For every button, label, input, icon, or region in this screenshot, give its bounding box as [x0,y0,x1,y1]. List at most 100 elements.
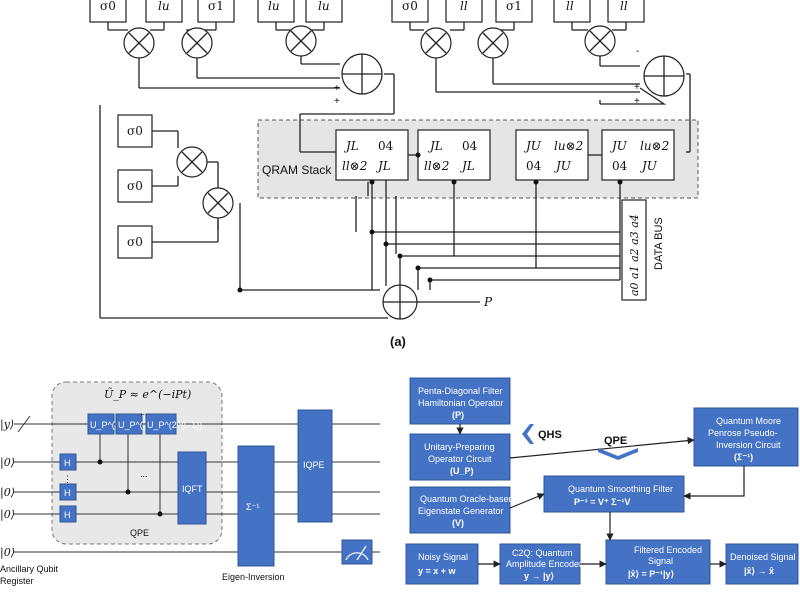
qram-cell: JU lu⊗2 04 JU [515,129,589,181]
qhs-label: QHS [538,429,562,441]
svg-text:IQPE: IQPE [303,460,325,470]
multiplier-nodes-left: - + + [123,25,383,107]
svg-text:ll⊗2: ll⊗2 [424,159,449,173]
ellipsis: ... [140,469,148,479]
svg-text:Noisy Signal: Noisy Signal [418,552,468,562]
svg-text:04: 04 [526,159,542,173]
svg-text:Quantum Oracle-based: Quantum Oracle-based [420,494,514,504]
hadamard-gate: H [59,483,77,501]
box-lu-c: lu [318,0,330,13]
panel-a: QRAM Stack σ0 lu σ1 lu lu σ0 ll σ1 ll ll [89,0,699,349]
svg-text:C2Q: Quantum: C2Q: Quantum [512,548,573,558]
svg-text:(Σ⁻¹): (Σ⁻¹) [734,452,753,462]
register-0-label: |0⟩ [0,486,15,500]
svg-text:JL: JL [459,159,475,173]
box-moore-penrose: Quantum Moore Penrose Pseudo- Inversion … [693,407,799,467]
control-lines [99,432,161,514]
sign-plus-left-2: + [334,96,340,107]
svg-text:|x̂⟩ → x̂: |x̂⟩ → x̂ [744,566,774,576]
data-bus-dots [237,152,623,293]
svg-text:H: H [64,458,71,468]
hadamard-gate: H [59,505,77,523]
svg-text:IQFT: IQFT [182,484,203,494]
box-sigma0-c: σ0 [127,124,143,138]
svg-text:U_P^(2^(l−1)): U_P^(2^(l−1)) [147,420,202,430]
register-0-label: |0⟩ [0,456,15,470]
box-penta-diagonal: Penta-Diagonal Filter Hamiltonian Operat… [409,377,511,425]
svg-text:Eigenstate Generator: Eigenstate Generator [418,506,504,516]
svg-text:JU: JU [639,159,658,173]
svg-text:JL: JL [343,139,359,153]
flow-arrows [456,424,745,568]
svg-text:Σ⁻¹: Σ⁻¹ [246,502,259,512]
svg-text:JU: JU [523,139,542,153]
data-bus-label: DATA BUS [653,217,665,270]
svg-text:Quantum Moore: Quantum Moore [716,416,781,426]
box-smoothing-filter: Quantum Smoothing Filter P⁻¹ = V⁺ Σ⁻¹V [543,475,685,513]
box-ll-c: ll [620,0,628,13]
multiplier-icon [181,27,213,59]
multiplier-icon [123,27,155,59]
multiplier-nodes-right: - + + [420,25,685,107]
svg-text:JL: JL [375,159,391,173]
svg-text:lu⊗2: lu⊗2 [640,139,669,153]
eigen-inversion-label: Eigen-Inversion [222,572,285,582]
box-c2q-encoder: C2Q: Quantum Amplitude Encoder y → |y⟩ [499,543,582,585]
svg-text:lu⊗2: lu⊗2 [554,139,583,153]
svg-text:Operator Circuit: Operator Circuit [428,454,492,464]
svg-text:U_P^(2^0): U_P^(2^0) [90,420,132,430]
box-sigma1-a: σ1 [208,0,224,13]
adder-icon [643,55,685,97]
qpe-chevron-icon [598,448,638,460]
panel-c: Penta-Diagonal Filter Hamiltonian Operat… [405,377,799,585]
ancillary-label-2: Register [0,576,34,586]
top-right-register-boxes: σ0 ll σ1 ll ll [391,0,645,23]
adder-icon [341,53,383,95]
box-noisy-signal: Noisy Signal y = x + w [405,543,479,585]
box-lu-a: lu [158,0,170,13]
unitary-label: Ũ_P ≈ e^(−iPt) [104,387,191,401]
controlled-unitary-gate: U_P^(2^0) [87,413,132,435]
multiplier-icon [176,146,208,178]
multiplier-icon [420,27,452,59]
svg-text:(U_P): (U_P) [450,466,474,476]
svg-text:Quantum Smoothing Filter: Quantum Smoothing Filter [568,484,673,494]
ancillary-label: Ancillary Qubit [0,564,59,574]
box-ll-a: ll [460,0,468,13]
multiplier-icon [584,25,616,57]
svg-text:Signal: Signal [648,556,673,566]
box-sigma1-b: σ1 [506,0,522,13]
ellipsis: ... [140,407,148,417]
register-0-label: |0⟩ [0,508,15,522]
qram-cell: JL 04 ll⊗2 JL [335,129,409,181]
box-sigma0-d: σ0 [127,179,143,193]
box-unitary-preparing: Unitary-Preparing Operator Circuit (U_P) [409,433,511,481]
register-0-label: |0⟩ [0,546,15,560]
box-sigma0-b: σ0 [402,0,418,13]
svg-text:Unitary-Preparing: Unitary-Preparing [424,442,495,452]
qram-cell: JU lu⊗2 04 JU [601,129,675,181]
measurement-meter-icon [341,539,373,565]
qhs-chevron-icon [522,424,534,444]
svg-text:Inversion Circuit: Inversion Circuit [716,440,781,450]
qpe-label: QPE [130,528,149,538]
panel-b: Ũ_P ≈ e^(−iPt) |y⟩ |0⟩ |0⟩ |0⟩ |0⟩ H H H… [0,381,380,586]
svg-text:Penta-Diagonal Filter: Penta-Diagonal Filter [418,386,503,396]
data-bus-wires [355,180,621,303]
controlled-unitary-gate: U_P^(2^(l−1)) [145,413,202,435]
qpe-flow-label: QPE [604,435,627,447]
svg-text:JL: JL [427,139,443,153]
svg-text:y → |y⟩: y → |y⟩ [524,571,554,581]
qram-cell: JL 04 ll⊗2 JL [417,129,491,181]
svg-text:JU: JU [609,139,628,153]
svg-text:JU: JU [553,159,572,173]
box-filtered-signal: Filtered Encoded Signal |x̂⟩ = P⁻¹|y⟩ [605,539,711,585]
box-lu-b: lu [268,0,280,13]
svg-text:ll⊗2: ll⊗2 [342,159,367,173]
svg-text:|x̂⟩ = P⁻¹|y⟩: |x̂⟩ = P⁻¹|y⟩ [628,569,674,579]
multiplier-icon [477,27,509,59]
sign-minus-right: - [636,46,639,57]
eigen-inversion-block: Σ⁻¹ [237,445,275,567]
svg-text:Hamiltonian Operator: Hamiltonian Operator [418,398,504,408]
box-denoised-signal: Denoised Signal |x̂⟩ → x̂ [725,543,799,585]
